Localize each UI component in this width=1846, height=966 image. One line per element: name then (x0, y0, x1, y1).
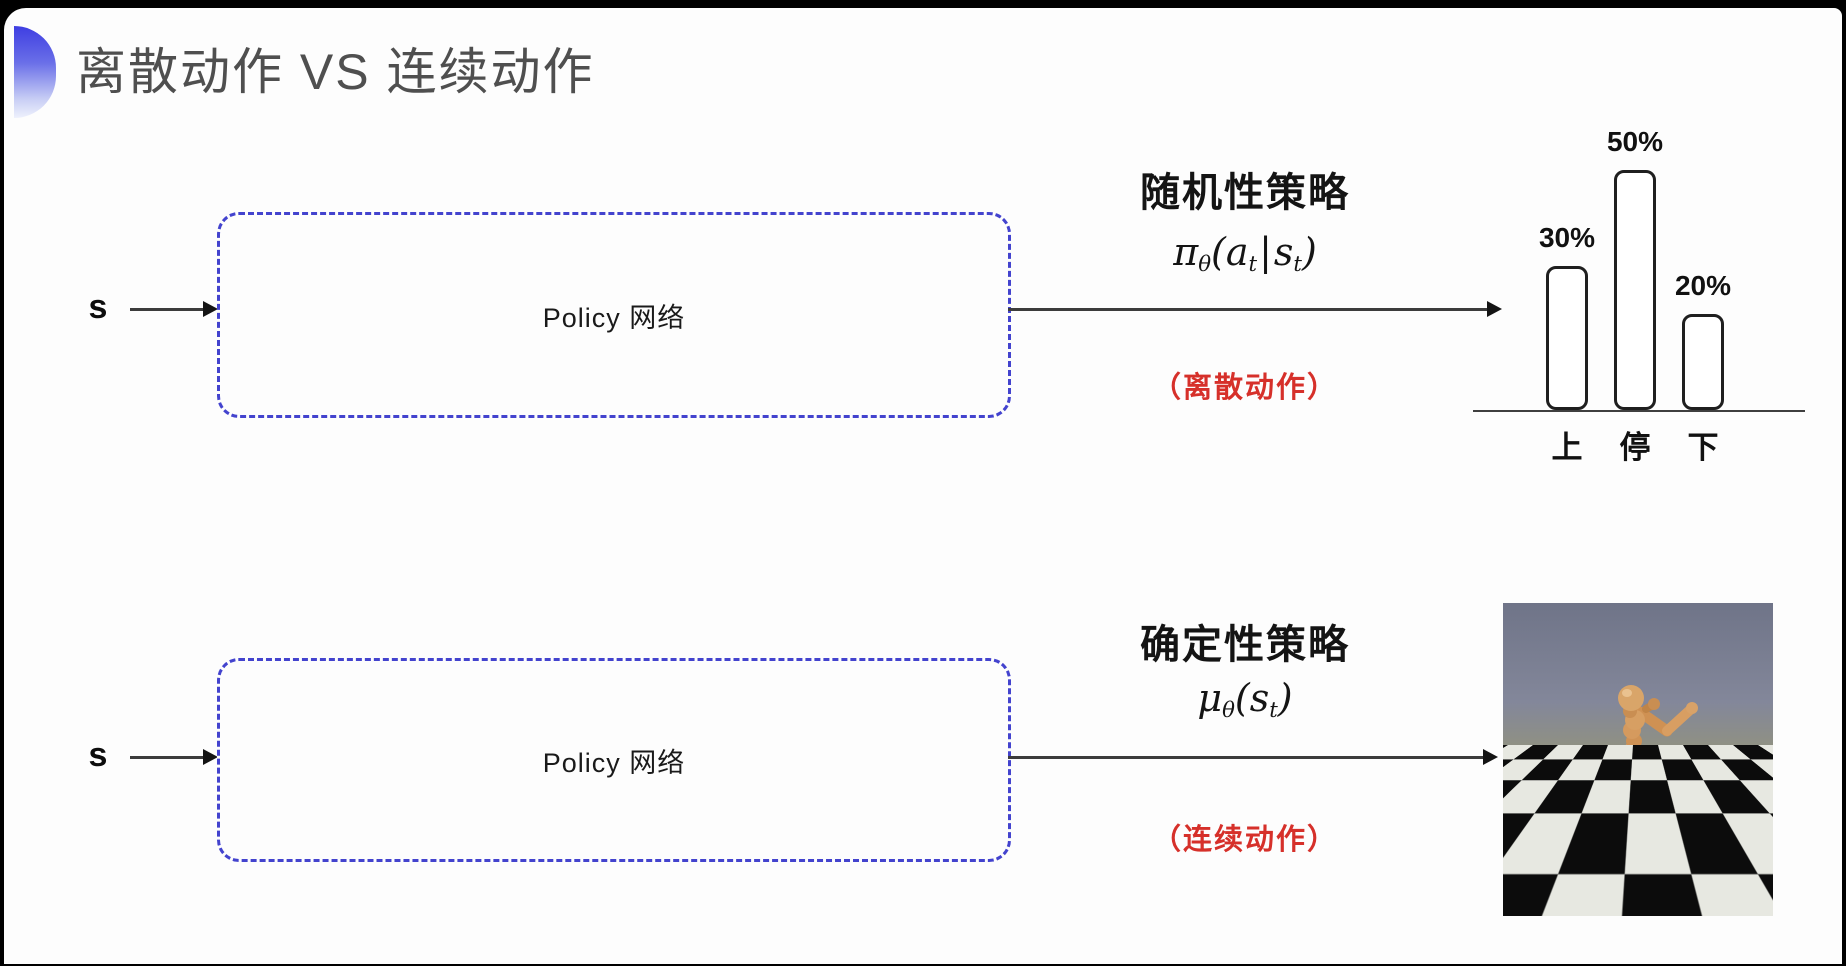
page-title: 离散动作 VS 连续动作 (76, 44, 595, 100)
humanoid-robot (1573, 685, 1698, 851)
chart-category-label: 下 (1687, 430, 1719, 465)
stochastic-policy-title: 随机性策略 (1140, 171, 1350, 215)
chart-value-label: 50% (1606, 126, 1664, 157)
chart-bar-停 (1614, 170, 1656, 410)
chart-value-label: 30% (1538, 222, 1596, 253)
deterministic-policy-title: 确定性策略 (1140, 623, 1350, 667)
arrow-policy-to-output-row2 (1008, 749, 1498, 765)
chart-category-label: 停 (1619, 430, 1651, 465)
arrow-state-to-policy-row2 (130, 749, 218, 765)
state-input-label-row1: s (88, 288, 108, 326)
stochastic-policy-formula: πθ(at|st) (1173, 230, 1317, 277)
continuous-action-note: （连续动作） (1151, 824, 1338, 856)
policy-network-label-row1: Policy 网络 (542, 302, 686, 333)
discrete-action-note: （离散动作） (1151, 372, 1338, 404)
action-probability-chart: 30% 上 50% 停 20% 下 (1470, 98, 1820, 468)
chart-bar-下 (1682, 314, 1724, 410)
title-accent-icon (14, 26, 56, 118)
humanoid-simulation-image (1503, 603, 1773, 916)
policy-network-label-row2: Policy 网络 (542, 747, 686, 778)
chart-value-label: 20% (1674, 270, 1732, 301)
deterministic-policy-formula: μθ(st) (1197, 676, 1293, 723)
chart-category-label: 上 (1551, 430, 1583, 465)
policy-network-box-row1: Policy 网络 (217, 212, 1011, 418)
state-input-label-row2: s (88, 736, 108, 774)
arrow-state-to-policy-row1 (130, 301, 218, 317)
chart-baseline (1473, 410, 1805, 412)
arrow-policy-to-output-row1 (1008, 301, 1502, 317)
policy-network-box-row2: Policy 网络 (217, 658, 1011, 862)
chart-bar-上 (1546, 266, 1588, 410)
